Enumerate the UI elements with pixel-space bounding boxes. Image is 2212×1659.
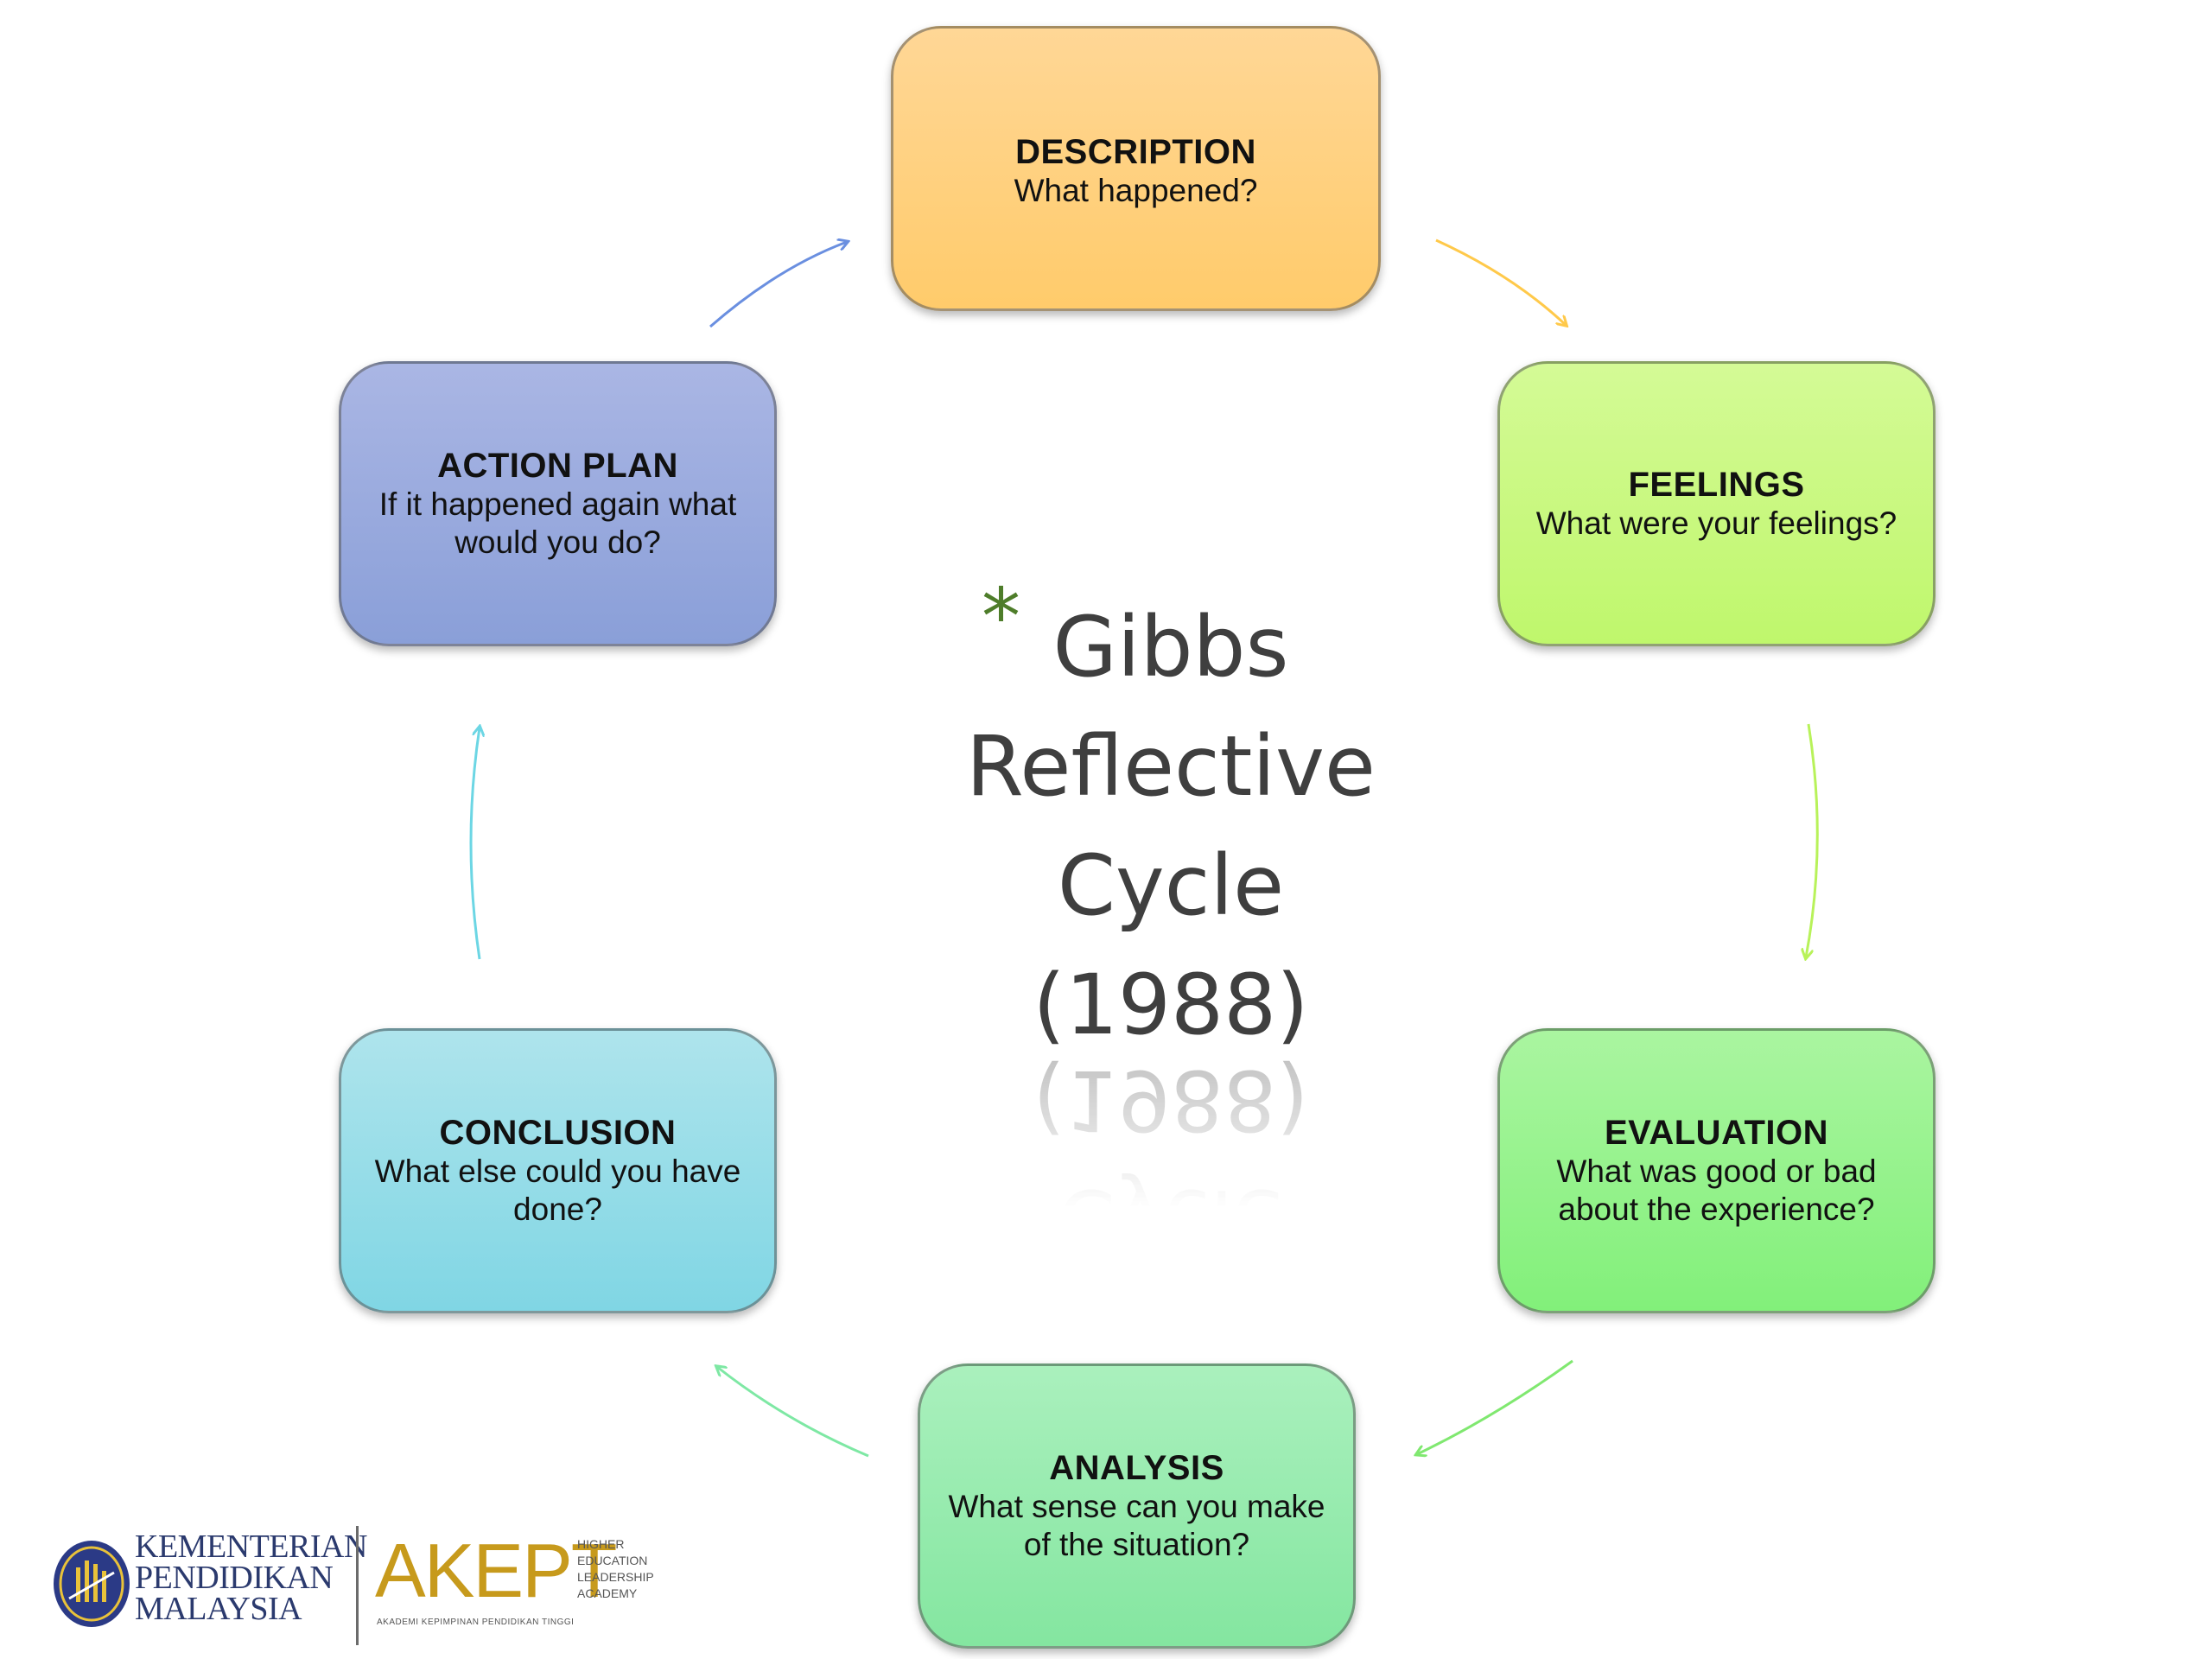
diagram-title-line: (1988) — [1033, 957, 1309, 1053]
ministry-name-line: KEMENTERIAN — [135, 1529, 367, 1565]
stage-title: EVALUATION — [1604, 1114, 1829, 1152]
stage-title: ANALYSIS — [1049, 1449, 1224, 1487]
stage-question: What else could you have done? — [374, 1154, 741, 1227]
stage-feelings: FEELINGS What were your feelings? — [1497, 361, 1936, 646]
stage-description: DESCRIPTION What happened? — [891, 26, 1381, 311]
akept-tagline-line: HIGHER — [577, 1537, 625, 1551]
ministry-emblem-icon — [54, 1541, 130, 1627]
footer-logos: KEMENTERIAN PENDIDIKAN MALAYSIA AKEPT HI… — [41, 1521, 664, 1650]
stage-question: What was good or bad about the experienc… — [1556, 1154, 1877, 1227]
akept-tagline-line: ACADEMY — [577, 1586, 638, 1600]
logo-divider — [356, 1526, 359, 1645]
stage-question: If it happened again what would you do? — [378, 486, 737, 560]
stage-analysis: ANALYSIS What sense can you make of the … — [918, 1363, 1356, 1649]
stage-question: What happened? — [1014, 173, 1258, 208]
diagram-title-line: Gibbs — [1052, 599, 1289, 696]
akept-tagline: HIGHER EDUCATION LEADERSHIP ACADEMY — [577, 1536, 654, 1602]
diagram-title-line: Cycle — [1057, 837, 1285, 934]
stage-question: What sense can you make of the situation… — [948, 1489, 1325, 1562]
stage-question: What were your feelings? — [1535, 505, 1897, 541]
diagram-title: Gibbs Reflective Cycle (1988) — [950, 588, 1391, 1065]
arrow-analysis-to-conclusion — [717, 1367, 869, 1458]
akept-tagline-line: EDUCATION — [577, 1554, 648, 1567]
stage-evaluation: EVALUATION What was good or bad about th… — [1497, 1028, 1936, 1313]
stage-title: DESCRIPTION — [1015, 133, 1256, 171]
ministry-name: KEMENTERIAN PENDIDIKAN MALAYSIA — [135, 1529, 394, 1627]
stage-title: CONCLUSION — [439, 1114, 677, 1152]
arrow-conclusion-to-action-plan — [469, 728, 480, 960]
stage-title: ACTION PLAN — [437, 447, 678, 485]
title-bullet-icon: * — [982, 572, 1020, 663]
arrow-description-to-feelings — [1435, 238, 1566, 325]
diagram-title-line: Reflective — [966, 718, 1376, 815]
arrow-evaluation-to-analysis — [1417, 1359, 1573, 1454]
akept-logo: AKEPT — [375, 1528, 618, 1613]
arrow-action-plan-to-description — [709, 242, 847, 328]
akept-tagline-line: LEADERSHIP — [577, 1570, 654, 1584]
akept-subtext: AKADEMI KEPIMPINAN PENDIDIKAN TINGGI — [377, 1618, 575, 1627]
stage-conclusion: CONCLUSION What else could you have done… — [339, 1028, 777, 1313]
stage-title: FEELINGS — [1628, 466, 1805, 504]
ministry-name-line: PENDIDIKAN — [135, 1560, 334, 1596]
ministry-name-line: MALAYSIA — [135, 1591, 302, 1627]
stage-action-plan: ACTION PLAN If it happened again what wo… — [339, 361, 777, 646]
arrow-feelings-to-evaluation — [1806, 723, 1819, 957]
